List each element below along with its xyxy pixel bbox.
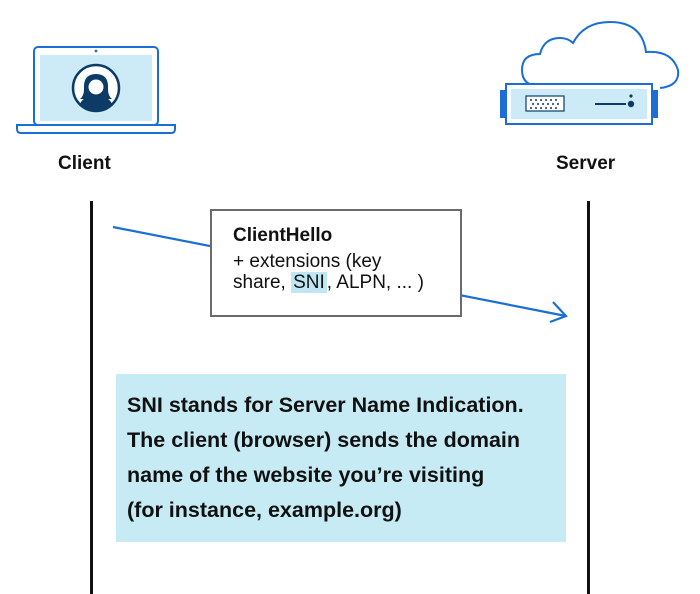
server-label: Server xyxy=(556,153,616,174)
message-title: ClientHello xyxy=(233,225,333,246)
server-lifeline xyxy=(587,201,590,594)
note-line-2: The client (browser) sends the domain xyxy=(127,428,521,452)
message-line-1: + extensions (key xyxy=(233,251,382,272)
client-hello-message-box: ClientHello + extensions (key share, SNI… xyxy=(210,209,462,317)
note-line-4: (for instance, example.org) xyxy=(127,498,402,522)
note-line-1: SNI stands for Server Name Indication. xyxy=(127,393,524,417)
client-label: Client xyxy=(58,153,111,174)
cloud-server-icon xyxy=(500,18,690,136)
message-line-2: share, SNI, ALPN, ... ) xyxy=(233,272,460,293)
laptop-user-icon xyxy=(14,44,178,136)
message-line-2-pre: share, xyxy=(233,272,292,293)
sni-highlight: SNI xyxy=(291,272,327,293)
message-body: + extensions (key share, SNI, ALPN, ... … xyxy=(233,251,460,293)
sni-explanation-note: SNI stands for Server Name Indication. T… xyxy=(116,374,566,542)
message-line-2-post: , ALPN, ... ) xyxy=(326,272,424,293)
note-line-3: name of the website you’re visiting xyxy=(127,463,485,487)
client-lifeline xyxy=(90,201,93,594)
